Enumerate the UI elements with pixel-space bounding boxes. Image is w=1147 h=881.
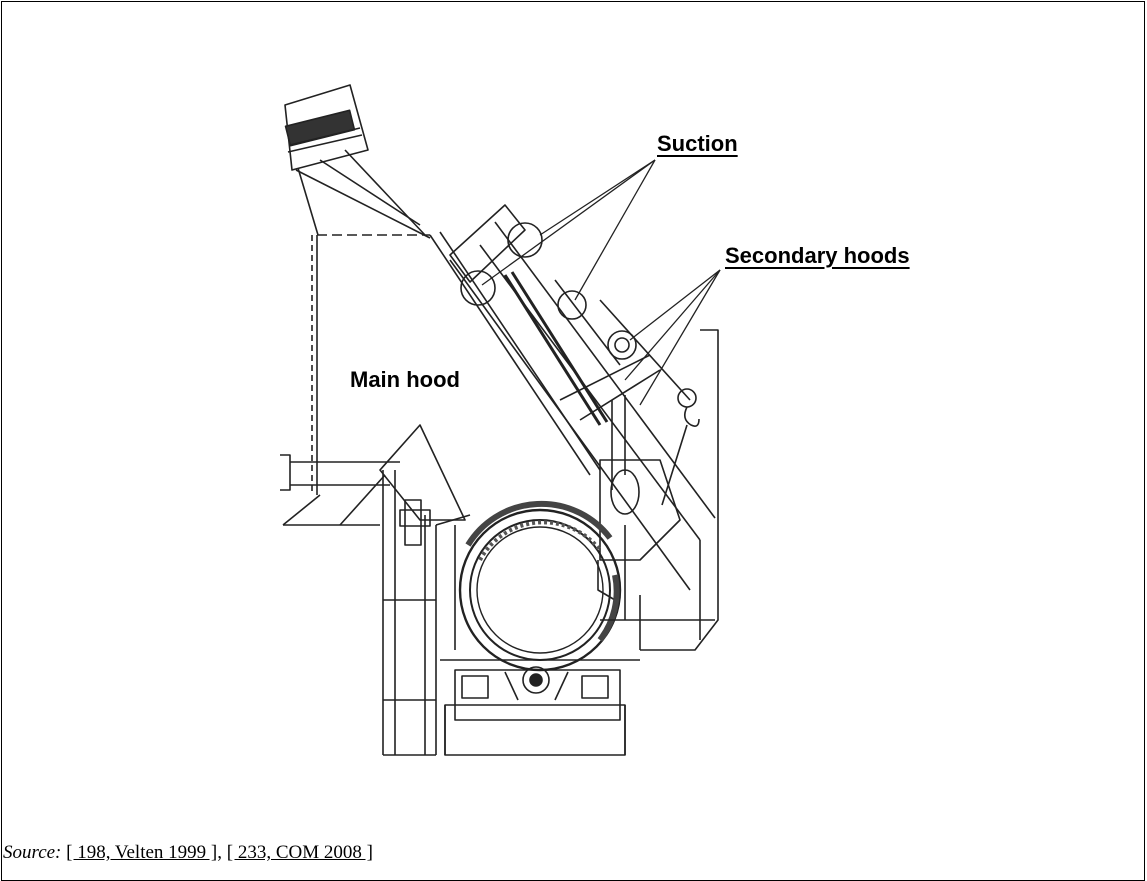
source-ref-1[interactable]: [ 198, Velten 1999 ]: [66, 842, 218, 863]
secondary-hood-duct: [449, 204, 719, 651]
suction-port-3: [557, 290, 587, 320]
secondary-hood-ring: [607, 330, 637, 360]
leader-lines: [481, 159, 721, 406]
label-main-hood: Main hood: [350, 367, 460, 392]
source-citation: Source: [ 198, Velten 1999 ], [ 233, COM…: [3, 842, 373, 864]
source-ref-2[interactable]: [ 233, COM 2008 ]: [226, 842, 373, 863]
label-secondary-hoods: Secondary hoods: [725, 243, 910, 268]
source-separator: ,: [217, 842, 222, 863]
hook-eye: [677, 388, 697, 408]
converter-vessel: [440, 500, 715, 672]
suction-port-1: [507, 222, 543, 258]
converter-base: [444, 666, 626, 756]
stack-top: [284, 84, 431, 239]
support-frame: [379, 424, 471, 756]
suction-port-2: [460, 270, 496, 306]
label-suction: Suction: [657, 131, 738, 156]
source-prefix: Source:: [3, 842, 62, 863]
